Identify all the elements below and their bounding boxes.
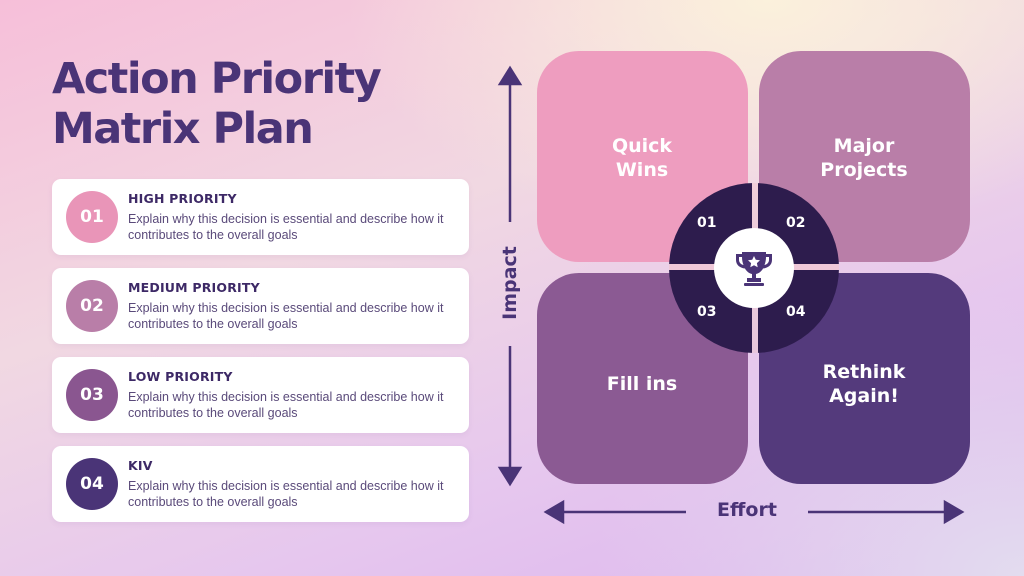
quadrant-label: Quick Wins <box>611 135 673 181</box>
trophy-icon-circle <box>714 228 794 308</box>
quadrant-label: Fill ins <box>606 373 678 395</box>
title-line-2: Matrix Plan <box>52 104 314 154</box>
priority-card-low: 03 LOW PRIORITY Explain why this decisio… <box>52 357 469 433</box>
priority-card-title: HIGH PRIORITY <box>128 191 237 206</box>
quadrant-number: 02 <box>786 215 806 231</box>
impact-axis-label: Impact <box>499 246 521 320</box>
priority-card-medium: 02 MEDIUM PRIORITY Explain why this deci… <box>52 268 469 344</box>
trophy-icon <box>736 252 772 286</box>
title-line-1: Action Priority <box>52 54 382 104</box>
impact-axis-arrow <box>497 65 523 487</box>
effort-axis-label: Effort <box>717 499 777 521</box>
priority-card-description: Explain why this decision is essential a… <box>128 390 444 420</box>
priority-card-kiv: 04 KIV Explain why this decision is esse… <box>52 446 469 522</box>
quadrant-number: 01 <box>697 215 717 231</box>
quadrant-label: Major Projects <box>820 135 908 181</box>
quadrant-number: 03 <box>697 304 717 320</box>
priority-card-title: MEDIUM PRIORITY <box>128 280 260 295</box>
priority-card-description: Explain why this decision is essential a… <box>128 212 444 242</box>
priority-card-high: 01 HIGH PRIORITY Explain why this decisi… <box>52 179 469 255</box>
page-title: Action Priority Matrix Plan <box>52 54 472 154</box>
priority-number-badge: 02 <box>66 280 118 332</box>
quadrant-number: 04 <box>786 304 806 320</box>
priority-number-badge: 01 <box>66 191 118 243</box>
priority-card-description: Explain why this decision is essential a… <box>128 479 444 509</box>
effort-axis-arrow <box>543 499 965 525</box>
priority-number-badge: 04 <box>66 458 118 510</box>
priority-card-description: Explain why this decision is essential a… <box>128 301 444 331</box>
priority-card-title: LOW PRIORITY <box>128 369 233 384</box>
quadrant-label: Rethink Again! <box>822 361 906 407</box>
priority-number-badge: 03 <box>66 369 118 421</box>
priority-card-title: KIV <box>128 458 153 473</box>
